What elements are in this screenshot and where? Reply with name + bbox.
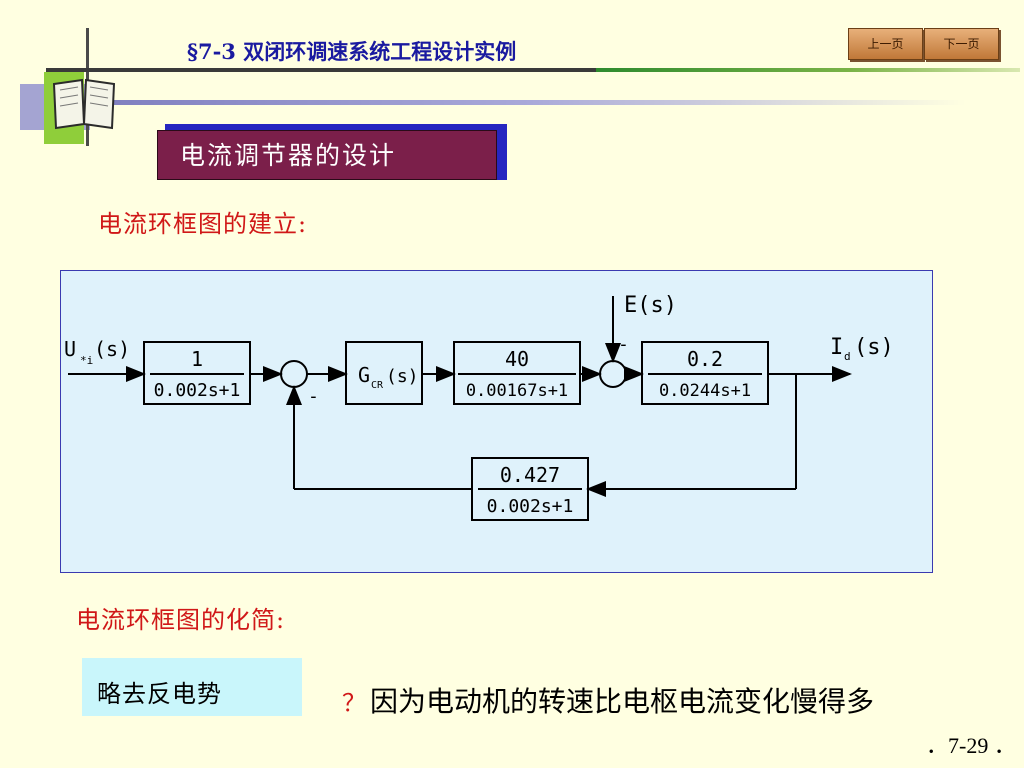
input-label-subscript: *i (80, 354, 93, 367)
book-icon (52, 78, 116, 130)
minus-sign-disturbance: - (618, 334, 629, 355)
heading-simplify-diagram: 电流环框图的化简: (76, 606, 286, 634)
disturbance-label: E(s) (624, 293, 677, 318)
section-title: 电流调节器的设计 (180, 141, 397, 170)
page-title: §7-3 双闭环调速系统工程设计实例 (187, 39, 517, 64)
block1-denominator: 0.002s+1 (154, 380, 241, 401)
input-label-U: U (64, 337, 76, 361)
block4-denominator: 0.0244s+1 (659, 381, 751, 401)
block3-denominator: 0.00167s+1 (466, 381, 568, 401)
current-loop-block-diagram: U *i (s) 1 0.002s+1 - G CR (s) 40 0.0016… (64, 293, 894, 521)
next-page-button[interactable]: 下一页 (924, 28, 999, 60)
feedback-denominator: 0.002s+1 (487, 496, 574, 517)
decor-header-line (46, 68, 596, 72)
input-label-s: (s) (94, 337, 130, 361)
summing-junction-1 (280, 360, 308, 388)
section-title-box (157, 130, 497, 180)
minus-sign-feedback: - (308, 386, 319, 407)
reason-text: 因为电动机的转速比电枢电流变化慢得多 (370, 685, 875, 718)
controller-label-s: (s) (386, 366, 419, 387)
question-mark: ？ (342, 689, 366, 717)
summing-junction-2 (599, 360, 627, 388)
page-number: ．7-29 ． (926, 733, 1016, 758)
output-label-s: (s) (854, 335, 894, 360)
note-box (82, 658, 302, 716)
block3-numerator: 40 (505, 347, 529, 371)
note-label: 略去反电势 (97, 680, 222, 708)
heading-build-diagram: 电流环框图的建立: (98, 210, 308, 238)
decor-header-green-line (596, 68, 1020, 72)
controller-label-subscript: CR (371, 380, 384, 391)
output-label-I: I (830, 335, 843, 360)
controller-label-G: G (358, 363, 370, 387)
prev-page-button[interactable]: 上一页 (848, 28, 923, 60)
decor-header-gradient-line (96, 100, 966, 105)
block4-numerator: 0.2 (687, 347, 723, 371)
block-diagram-frame (60, 270, 933, 573)
feedback-numerator: 0.427 (500, 463, 560, 487)
block1-numerator: 1 (191, 347, 203, 371)
output-label-subscript: d (844, 350, 851, 363)
